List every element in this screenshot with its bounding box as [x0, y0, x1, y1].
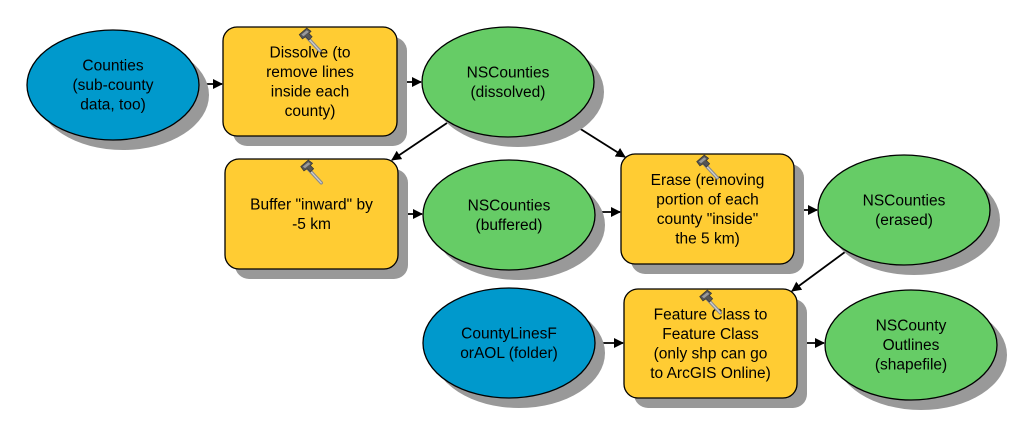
node-label-line: county "inside" — [657, 211, 758, 228]
node-label-line: NSCounties — [467, 64, 550, 81]
node-label-line: portion of each — [656, 191, 759, 208]
node-buffer[interactable]: Buffer "inward" by -5 km — [224, 158, 408, 279]
node-label: Buffer "inward" by -5 km — [250, 196, 373, 233]
node-label-line: Buffer "inward" by — [250, 196, 373, 213]
input-data-ellipse[interactable] — [26, 29, 200, 141]
node-nscounties-dissolved[interactable]: NSCounties (dissolved) — [421, 26, 604, 147]
node-label-line: Counties — [82, 58, 143, 75]
node-label: Dissolve (to remove lines inside each count… — [266, 44, 354, 120]
node-label-line: inside each — [271, 83, 349, 100]
node-label-line: data, too) — [80, 97, 146, 114]
node-label: Erase (removing portion of each county "in… — [651, 172, 765, 248]
node-label: CountyLinesF orAOL (folder) — [460, 325, 558, 362]
node-label-line: NSCounties — [863, 192, 946, 209]
node-label-line: (sub-county — [73, 77, 154, 94]
tool-box[interactable] — [222, 26, 398, 137]
node-nscounties-erased[interactable]: NSCounties (erased) — [817, 154, 1000, 275]
node-label-line: (only shp can go — [654, 345, 768, 362]
node-label-line: NSCounty — [876, 318, 947, 335]
node-label: Counties (sub-county data, too) — [73, 58, 154, 114]
node-feature-class-to-feature-class[interactable]: Feature Class to Feature Class (only shp c… — [623, 288, 807, 408]
node-label-line: Feature Class to — [654, 306, 768, 323]
tool-box[interactable] — [224, 158, 399, 270]
nodes-layer: Counties (sub-county data, too) Dissolve (t… — [26, 26, 1007, 410]
node-label-line: (dissolved) — [471, 84, 546, 101]
node-label: NSCounties (dissolved) — [467, 64, 550, 101]
node-label-line: remove lines — [266, 64, 354, 81]
node-label-line: (shapefile) — [875, 357, 947, 374]
node-counties[interactable]: Counties (sub-county data, too) — [26, 29, 209, 150]
derived-data-ellipse[interactable] — [817, 154, 991, 266]
node-label: Feature Class to Feature Class (only shp c… — [650, 306, 771, 382]
node-label-line: CountyLinesF — [461, 325, 557, 342]
node-label-line: (erased) — [875, 212, 933, 229]
node-label-line: orAOL (folder) — [460, 345, 558, 362]
edge-nscounties-dissolved-to-buffer[interactable] — [391, 122, 448, 161]
node-dissolve[interactable]: Dissolve (to remove lines inside each count… — [222, 26, 407, 146]
node-label-line: the 5 km) — [675, 230, 740, 247]
node-countylines-folder[interactable]: CountyLinesF orAOL (folder) — [422, 287, 605, 408]
tool-box[interactable] — [623, 288, 798, 399]
input-data-ellipse[interactable] — [422, 287, 596, 399]
derived-data-ellipse[interactable] — [421, 26, 595, 138]
node-nscounties-buffered[interactable]: NSCounties (buffered) — [422, 159, 605, 280]
node-label: NSCounties (erased) — [863, 192, 946, 229]
node-label-line: -5 km — [292, 216, 331, 233]
node-erase[interactable]: Erase (removing portion of each county "in… — [620, 153, 804, 274]
node-label-line: county) — [285, 103, 336, 120]
node-label-line: NSCounties — [468, 197, 551, 214]
edge-nscounties-erased-to-feature-class-to-feature-class[interactable] — [791, 251, 846, 292]
node-label-line: Feature Class — [662, 326, 759, 343]
node-label-line: Erase (removing — [651, 172, 765, 189]
derived-data-ellipse[interactable] — [422, 159, 596, 271]
derived-data-ellipse[interactable] — [824, 289, 998, 401]
node-label: NSCounties (buffered) — [468, 197, 551, 234]
node-label-line: Outlines — [883, 337, 940, 354]
node-label-line: Dissolve (to — [270, 44, 351, 61]
node-label-line: (buffered) — [476, 217, 543, 234]
tool-box[interactable] — [620, 153, 795, 265]
node-label-line: to ArcGIS Online) — [650, 365, 771, 382]
